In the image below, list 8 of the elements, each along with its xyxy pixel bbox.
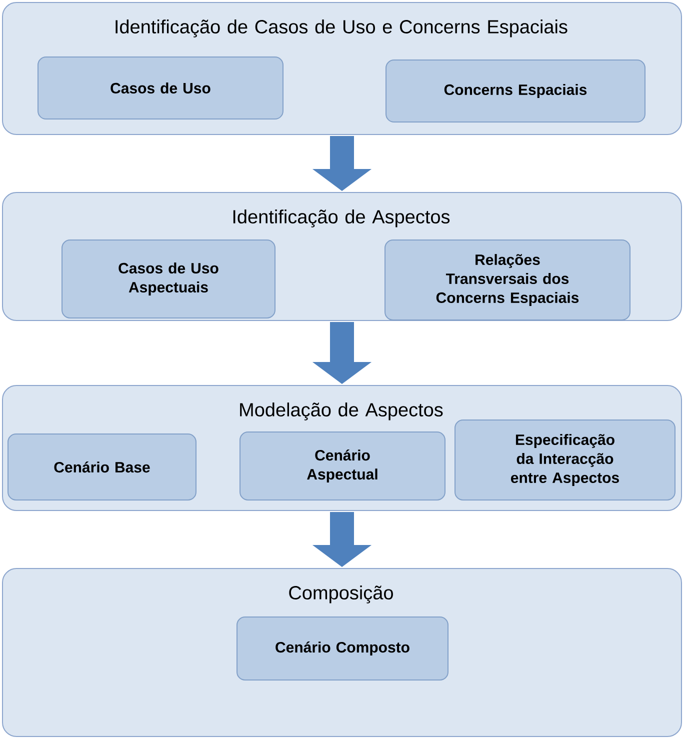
step-box: Cenário Base [8, 434, 196, 500]
step-box: Casos de Uso [38, 56, 284, 120]
step-box: Relações Transversais dos Concerns Espaciais [384, 240, 630, 320]
step-box: Concerns Espaciais [386, 60, 646, 122]
step-box: Cenário Composto [236, 616, 448, 680]
step-box: Casos de Uso Aspectuais [62, 240, 276, 318]
step-box: Cenário Aspectual [240, 432, 446, 500]
step-box: Especificação da Interacção entre Aspectos [454, 420, 676, 500]
